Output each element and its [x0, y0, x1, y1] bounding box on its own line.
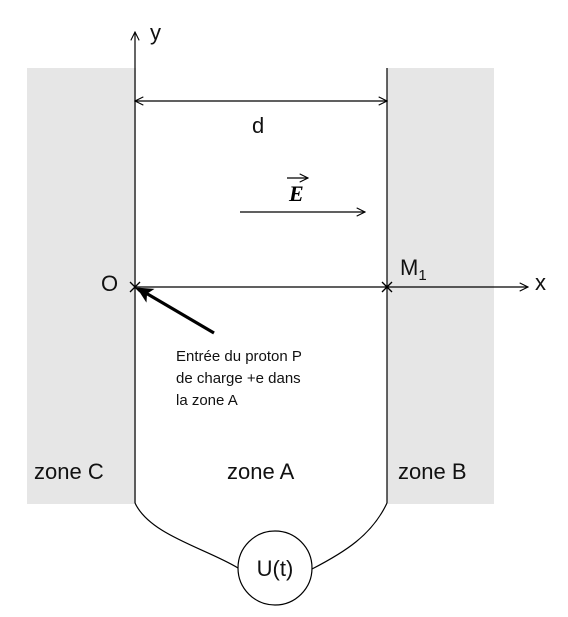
- point-m1-cross: [381, 281, 393, 293]
- generator-label: U(t): [257, 556, 294, 581]
- zone-c-label: zone C: [34, 459, 104, 484]
- annotation-line-1: Entrée du proton P: [176, 348, 302, 365]
- left-wire: [134, 502, 239, 569]
- x-axis-label: x: [535, 270, 546, 295]
- field-label: E: [288, 181, 304, 206]
- annotation-line-3: la zone A: [176, 392, 238, 409]
- point-m1-subscript: 1: [418, 267, 426, 284]
- generator-symbol: [237, 530, 313, 606]
- annotation-line-2: de charge +e dans: [176, 370, 301, 387]
- y-axis-label: y: [150, 20, 161, 45]
- origin-label: O: [101, 271, 118, 296]
- zone-b-plate: [387, 68, 494, 504]
- point-m1-label: M1: [400, 255, 427, 284]
- zone-b-label: zone B: [398, 459, 467, 484]
- distance-label: d: [252, 113, 264, 138]
- right-wire: [311, 502, 388, 570]
- proton-entry-arrow: [136, 287, 215, 335]
- zone-c-plate: [27, 68, 136, 504]
- zone-a-label: zone A: [227, 459, 295, 484]
